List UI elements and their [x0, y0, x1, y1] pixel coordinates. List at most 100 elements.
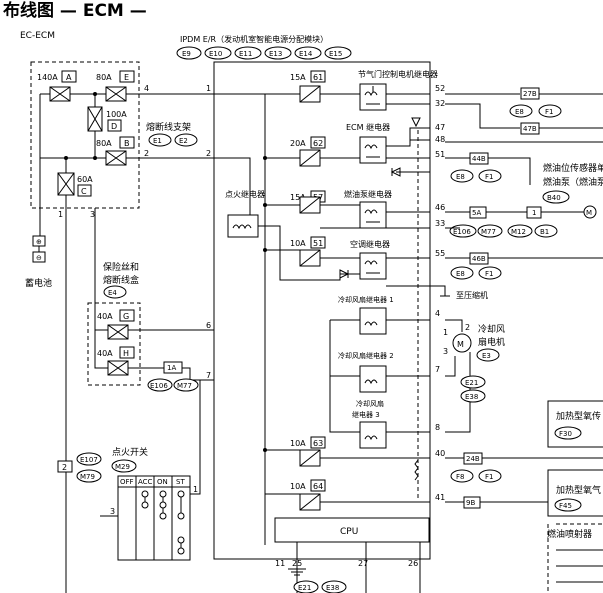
pin-label: 3	[443, 347, 448, 356]
connector-label: E9	[182, 50, 191, 58]
ipdm-frame	[213, 61, 431, 560]
pin-label: 52	[435, 84, 445, 93]
relay-label: ECM 继电器	[346, 122, 390, 132]
pin-label: 3	[110, 507, 115, 516]
connector-label: 1	[532, 209, 536, 217]
fuse-code: 51	[313, 239, 323, 248]
connector-f8	[450, 469, 474, 483]
connector-2	[57, 460, 73, 473]
connector-e3	[476, 348, 500, 362]
connector-e38	[321, 580, 347, 593]
fuse-code-box	[119, 309, 135, 322]
connector-label: M77	[481, 228, 496, 236]
fuel-sensor-label: 燃油位传感器单	[543, 162, 603, 174]
svg-text:⊖: ⊖	[36, 254, 42, 262]
fuse-box2-frame	[87, 302, 141, 386]
connector-f1c	[478, 266, 502, 280]
connector-label: 2	[62, 463, 67, 472]
connector-label: E107	[80, 456, 98, 464]
connector-e2	[174, 133, 198, 147]
connector-label: 44B	[472, 155, 486, 163]
fuse-box-label: 熔断线盒	[103, 274, 139, 286]
ipdm-connectors: E9 E10 E11 E13 E14 E15	[176, 46, 352, 60]
pin-label: 2	[206, 149, 211, 158]
injector-label: 燃油喷射器	[547, 528, 592, 540]
fuse-amp: 100A	[106, 110, 127, 119]
fuse-amp: 10A	[290, 439, 306, 448]
connector-label: E15	[329, 50, 342, 58]
connector-label: E38	[326, 584, 339, 592]
pin-label: 8	[435, 423, 440, 432]
svg-text:M: M	[457, 340, 464, 349]
fuse-block-frame	[30, 61, 140, 209]
heater-label: 加热型氧传	[556, 410, 601, 422]
relay-label: 节气门控制电机继电器	[358, 69, 438, 79]
connector-e21b	[460, 375, 486, 389]
fuse-code: H	[123, 349, 129, 358]
fan-motor-label: 冷却风	[478, 323, 505, 335]
fuse-code-box	[119, 70, 135, 83]
fuse-code: B	[124, 139, 130, 148]
ig-col-header: ON	[157, 478, 168, 486]
connector-label: E8	[456, 173, 465, 181]
connector-label: M12	[511, 228, 526, 236]
connector-e1	[148, 133, 172, 147]
connector-m77b	[477, 224, 503, 238]
connector-f1	[538, 104, 562, 118]
connector-label: E106	[150, 382, 168, 390]
svg-text:F8: F8	[456, 473, 464, 481]
fuse-amp: 80A	[96, 73, 112, 82]
fuse-code: A	[66, 73, 72, 82]
fuse-amp: 15A	[290, 73, 306, 82]
relay-label: 冷却风扇继电器 1	[338, 295, 394, 304]
connector-label: E106	[453, 228, 471, 236]
compressor-label: 至压缩机	[456, 290, 488, 300]
fuse-amp: 40A	[97, 312, 113, 321]
pin-label: 2	[144, 149, 149, 158]
fan-motor-label: 扇电机	[478, 336, 505, 348]
pin-label: 4	[435, 309, 440, 318]
connector-label: E13	[269, 50, 282, 58]
fuse-code: C	[81, 187, 87, 196]
connector-f45	[554, 498, 582, 512]
fuse-amp: 10A	[290, 482, 306, 491]
svg-text:⊕: ⊕	[36, 238, 42, 246]
pin-label: 7	[435, 365, 440, 374]
fuse-amp: 10A	[290, 239, 306, 248]
fuse-code: G	[123, 312, 129, 321]
fuse-code-box	[119, 346, 135, 359]
pin-label: 41	[435, 493, 445, 502]
connector-label: 27B	[523, 90, 537, 98]
connector-e38b	[460, 389, 486, 403]
connector-label: E11	[239, 50, 252, 58]
fuse-amp: 20A	[290, 139, 306, 148]
connector-label: E38	[465, 393, 478, 401]
connector-label: F45	[559, 502, 572, 510]
relay-label: 点火继电器	[225, 189, 265, 199]
connector-b1	[534, 224, 558, 238]
connector-label: F1	[485, 473, 493, 481]
ipdm-fuses: 15A 61 20A 62 15A 57 10A 51 10A 63 10A 6…	[290, 70, 326, 511]
fuse-amp: 15A	[290, 193, 306, 202]
relay-label: 燃油泵继电器	[344, 189, 392, 199]
connector-e107	[76, 452, 102, 466]
ig-col-header: ST	[176, 478, 185, 486]
fuse-code: 64	[313, 482, 323, 491]
pin-label: 55	[435, 249, 445, 258]
fuse-block-label: 熔断线支架	[146, 121, 191, 133]
connector-label: F30	[559, 430, 572, 438]
connector-e8	[509, 104, 533, 118]
pin-label: 6	[206, 321, 211, 330]
fuse-code: E	[124, 73, 129, 82]
connector-label: M79	[80, 473, 95, 481]
pin-label: 3	[90, 210, 95, 219]
pin-label: 27	[358, 559, 368, 568]
relay-label: 冷却风扇	[356, 399, 384, 408]
connector-label: E10	[209, 50, 222, 58]
fuse-code: 63	[313, 439, 323, 448]
pin-label: 48	[435, 135, 445, 144]
connector-m29	[111, 459, 137, 473]
connector-b40	[542, 190, 570, 204]
pin-label: 51	[435, 150, 445, 159]
pin-label: 32	[435, 99, 445, 108]
